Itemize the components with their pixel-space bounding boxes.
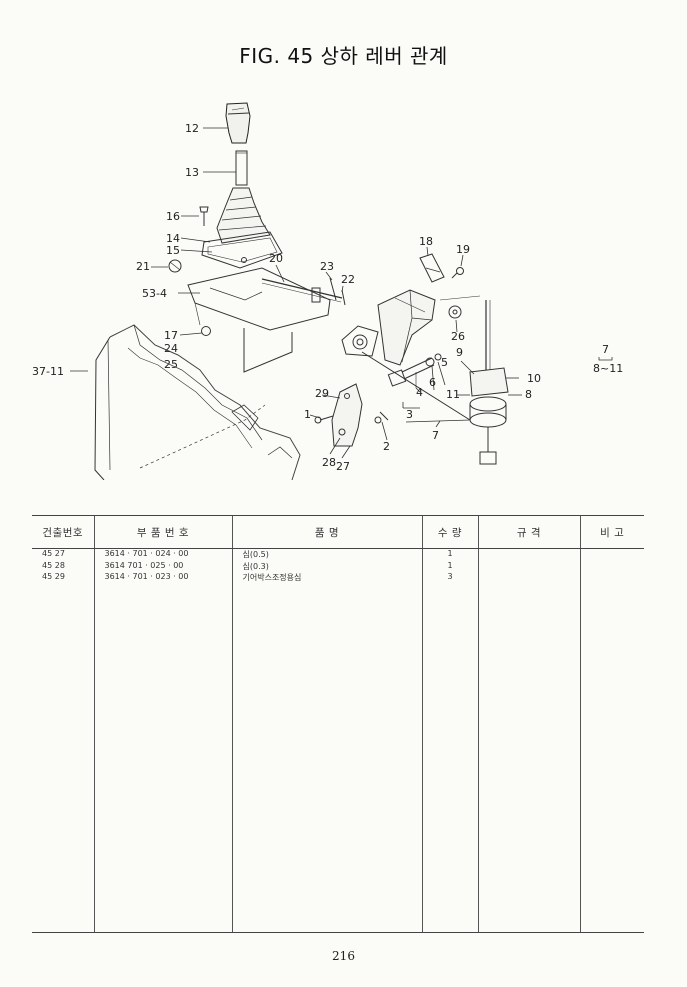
bracket-18: [419, 253, 445, 283]
callout-label: 7: [432, 429, 439, 442]
part-17: [201, 326, 211, 336]
column-header: 비 고: [579, 515, 644, 549]
callout-label: 23: [320, 260, 334, 273]
callout-label: 15: [166, 244, 180, 257]
lever-housing: [377, 289, 436, 366]
callout-label: 26: [451, 330, 465, 343]
gearbox-casing: [94, 324, 301, 480]
table-row: 45 27 3614 · 701 · 024 · 00 심(0.5) 1: [32, 548, 644, 561]
callout-label: 19: [456, 243, 470, 256]
callout-label: 1: [304, 408, 311, 421]
column-header: 규 격: [477, 515, 580, 549]
table-header-row: 건출번호 부 품 번 호 품 명 수 량 규 격 비 고: [32, 515, 644, 549]
callout-label: 20: [269, 252, 283, 265]
callout-label: 16: [166, 210, 180, 223]
exploded-parts-diagram: 12 13 16 14 15 21 20 23 22 53-4 17 24 25…: [32, 102, 623, 480]
pins-22-23: [329, 277, 346, 306]
callout-label: 8~11: [593, 362, 623, 375]
callout-label: 7: [602, 343, 609, 356]
connecting-rod-7: [361, 295, 481, 423]
quantity-cell: 1: [421, 548, 478, 561]
column-header: 부 품 번 호: [93, 515, 232, 549]
ref-cell: 45 29: [42, 572, 65, 581]
callout-label: 17: [164, 329, 178, 342]
part-name-cell: 기어박스조정용심: [231, 572, 422, 584]
callout-label: 9: [456, 346, 463, 359]
column-header: 수 량: [421, 515, 478, 549]
callout-label: 28: [322, 456, 336, 469]
shift-rod-assembly: [387, 353, 442, 388]
table-empty-space: [32, 583, 644, 933]
screw-16: [199, 206, 209, 226]
callout-label: 22: [341, 273, 355, 286]
spec-cell: [477, 560, 580, 572]
callout-label: 12: [185, 122, 199, 135]
table-row: 45 29 3614 · 701 · 023 · 00 기어박스조정용심 3: [32, 572, 644, 584]
callout-label: 13: [185, 166, 199, 179]
callout-label: 18: [419, 235, 433, 248]
callout-label: 14: [166, 232, 180, 245]
rubber-boot: [201, 187, 283, 269]
callout-label: 3: [406, 408, 413, 421]
quantity-cell: 3: [421, 572, 478, 584]
selector-bracket: [314, 383, 389, 447]
lever-rod: [235, 150, 248, 186]
washer-26: [448, 305, 462, 319]
callout-label: 37-11: [32, 365, 64, 378]
part-21: [168, 259, 182, 273]
callout-label: 27: [336, 460, 350, 473]
callout-label: 8: [525, 388, 532, 401]
column-header: 건출번호: [32, 515, 94, 549]
part-name-cell: 심(0.5): [231, 548, 422, 561]
part-number-cell: 3614 · 701 · 024 · 00: [93, 548, 232, 561]
callout-label: 25: [164, 358, 178, 371]
screw-19: [451, 267, 464, 279]
ref-cell: 45 28: [42, 560, 65, 570]
callout-label: 6: [429, 376, 436, 389]
quantity-cell: 1: [421, 560, 478, 572]
callout-label: 21: [136, 260, 150, 273]
note-cell: [579, 572, 644, 584]
callout-label: 24: [164, 342, 178, 355]
ref-cell: 45 27: [42, 549, 65, 558]
lever-pivot-assembly: [469, 300, 509, 465]
callout-label: 5: [441, 356, 448, 369]
parts-table: 건출번호 부 품 번 호 품 명 수 량 규 격 비 고 45 27 3614 …: [32, 515, 644, 933]
note-cell: [579, 548, 644, 561]
note-cell: [579, 560, 644, 572]
page-number: 216: [332, 949, 355, 963]
part-number-cell: 3614 · 701 · 023 · 00: [93, 572, 232, 584]
floor-cover: [187, 267, 331, 373]
spec-cell: [477, 572, 580, 584]
leader-lines: [70, 127, 613, 459]
shaft-20: [261, 278, 343, 303]
column-header: 품 명: [231, 515, 422, 549]
callout-label: 10: [527, 372, 541, 385]
mount-flange: [341, 325, 379, 357]
callout-label: 4: [416, 386, 423, 399]
spec-cell: [477, 548, 580, 561]
callout-label: 11: [446, 388, 460, 401]
part-number-cell: 3614 701 · 025 · 00: [93, 560, 232, 572]
part-name-cell: 심(0.3): [231, 560, 422, 572]
callout-label: 53-4: [142, 287, 167, 300]
callout-label: 29: [315, 387, 329, 400]
callout-labels: 12 13 16 14 15 21 20 23 22 53-4 17 24 25…: [32, 122, 623, 473]
table-row: 45 28 3614 701 · 025 · 00 심(0.3) 1: [32, 560, 644, 572]
shift-knob: [225, 102, 251, 144]
page-title: FIG. 45 상하 레버 관계: [239, 44, 448, 68]
callout-label: 2: [383, 440, 390, 453]
